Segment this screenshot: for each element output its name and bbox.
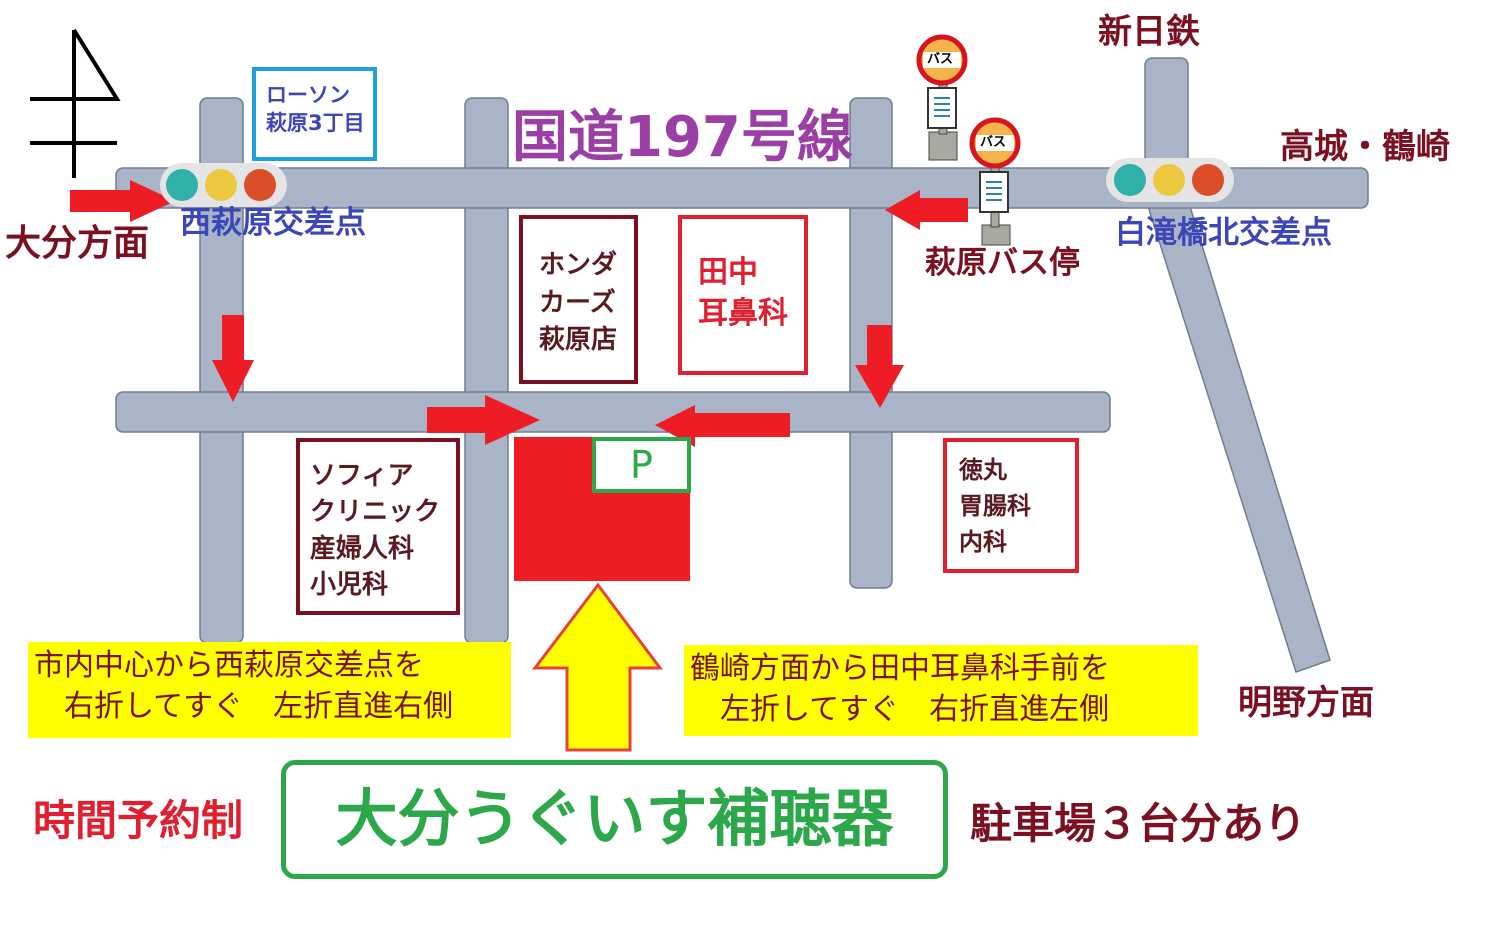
landmark-line: ホンダ (539, 250, 618, 280)
traffic-light-icon (160, 163, 287, 207)
landmark-tanaka-ent: 田中耳鼻科 (678, 215, 808, 375)
arrow-right-middle (427, 395, 540, 445)
directions-note-from-tsurusaki: 鶴崎方面から田中耳鼻科手前を 左折してすぐ 右折直進左側 (684, 645, 1198, 736)
parking-info: 駐車場３台分あり (970, 799, 1307, 848)
bus-sign-label: バス (927, 52, 954, 67)
north-compass-icon (30, 28, 121, 178)
parking-sign: P (592, 437, 691, 493)
bus-sign-label: バス (980, 135, 1007, 150)
landmark-line: 田中 (698, 255, 758, 290)
note-line: 鶴崎方面から田中耳鼻科手前を (690, 651, 1110, 686)
landmark-tokumaru-clinic: 徳丸胃腸科内科 (943, 438, 1079, 573)
intersection-shirataki: 白滝橋北交差点 (1115, 215, 1332, 251)
landmark-line: クリニック (310, 497, 441, 528)
landmark-line: 産婦人科 (310, 533, 415, 564)
arrow-down-east (855, 325, 904, 408)
note-line: 右折してすぐ 左折直進右側 (64, 688, 454, 724)
reservation-label: 時間予約制 (33, 796, 244, 845)
landmark-sofia-clinic: ソフィアクリニック産婦人科小児科 (296, 438, 460, 615)
arrow-down-west (212, 315, 254, 402)
traffic-light-icon (1106, 158, 1234, 202)
bus-stop-icon (969, 117, 1021, 246)
road-route-197 (115, 167, 1369, 209)
intersection-nishi-hagiwara: 西萩原交差点 (180, 205, 366, 241)
landmark-line: 小児科 (310, 570, 389, 601)
bus-stop-label: 萩原バス停 (925, 245, 1080, 281)
arrow-left-middle (655, 405, 790, 447)
landmark-line: 萩原3丁目 (266, 111, 365, 136)
direction-shinnittetsu: 新日鉄 (1098, 12, 1200, 52)
note-line: 市内中心から西萩原交差点を (34, 648, 424, 683)
arrow-right-from-oita (70, 180, 175, 222)
note-line: 左折してすぐ 右折直進左側 (720, 691, 1110, 727)
route-197-label: 国道197号線 (512, 105, 853, 170)
landmark-line: 耳鼻科 (698, 295, 788, 331)
landmark-lawson: ローソン萩原3丁目 (252, 67, 377, 161)
arrow-left-bus (885, 190, 968, 230)
landmark-honda-cars: ホンダカーズ萩原店 (519, 215, 638, 384)
arrow-up-destination (531, 582, 663, 752)
landmark-line: ソフィア (310, 461, 414, 491)
direction-akeno: 明野方面 (1238, 683, 1374, 723)
bus-stop-icon (916, 34, 968, 161)
road-middle (115, 391, 1111, 433)
landmark-line: ローソン (266, 83, 350, 107)
directions-note-from-city: 市内中心から西萩原交差点を 右折してすぐ 左折直進右側 (28, 642, 511, 738)
landmark-line: 徳丸 (959, 456, 1007, 484)
landmark-line: カーズ (539, 287, 616, 318)
direction-oita: 大分方面 (5, 223, 150, 264)
shop-name-banner: 大分うぐいす補聴器 (281, 760, 948, 879)
landmark-line: 内科 (959, 528, 1007, 556)
landmark-line: 萩原店 (539, 325, 618, 356)
direction-takajo-tsurusaki: 高城・鶴崎 (1280, 127, 1450, 167)
road-diagonal-akeno (1144, 199, 1331, 673)
landmark-line: 胃腸科 (959, 492, 1031, 520)
